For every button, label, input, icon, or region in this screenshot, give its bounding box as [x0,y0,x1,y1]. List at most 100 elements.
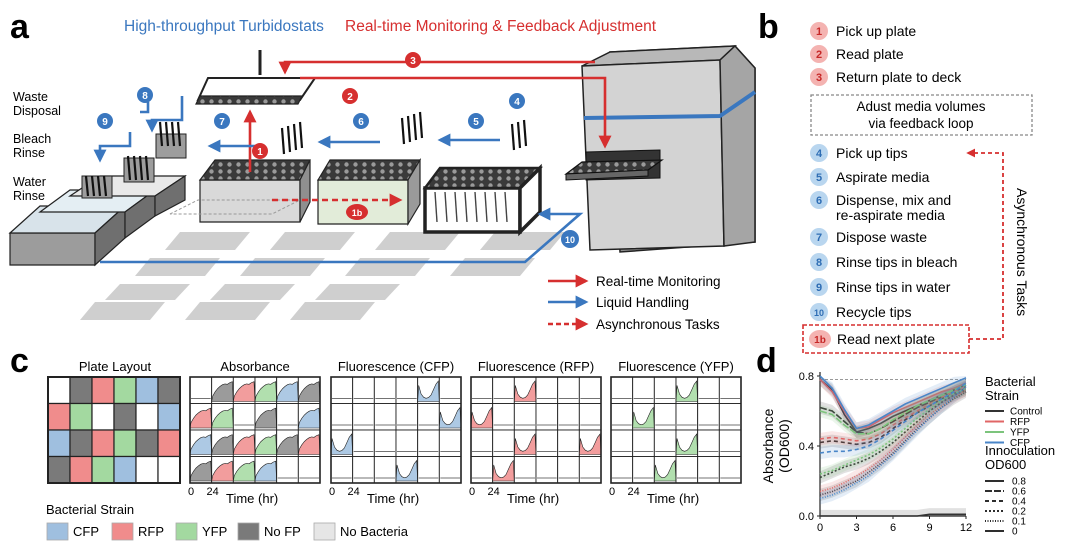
plot-well [470,456,494,484]
series-band [820,376,966,435]
badge-8: 8 [137,87,153,103]
step-number-7: 7 [816,232,822,244]
step-number-5: 5 [816,172,822,184]
step-number-1: 1 [816,26,822,38]
plot-well [189,376,213,404]
step-number-8: 8 [816,257,822,269]
plate-well [157,455,181,484]
panel-a-title-right: Real-time Monitoring & Feedback Adjustme… [345,18,657,35]
plot-well [395,403,419,431]
plot-well [276,403,299,431]
legend-label: YFP [202,524,227,539]
plot-well [330,376,354,404]
od-legend-label: 0.6 [1012,487,1026,498]
plot-title: Absorbance [220,359,289,374]
plate-well [47,429,71,458]
well-trace [395,459,418,482]
well-trace [254,434,277,455]
culture-plate [169,159,311,223]
plot-well [492,376,515,404]
plot-well [417,403,440,431]
well-trace [417,380,440,402]
plot-border [610,376,742,484]
plot-well [697,429,720,457]
plate-well [47,376,71,405]
step-number-1b: 1b [814,335,826,346]
feedback-box [810,94,1033,136]
plot-well [718,429,742,457]
svg-text:4: 4 [514,97,520,108]
step-label-3: Return plate to deck [836,69,962,85]
step-9: 9 Rinse tips in water [810,278,951,296]
plot-well [330,456,354,484]
legend-item-rfp: RFP [111,522,164,541]
plot-well [697,376,720,404]
step-label-1b: Read next plate [837,331,935,347]
plate-well [91,429,115,458]
plot-well [352,376,375,404]
plot-well [632,429,655,457]
series-line-control-0 [820,513,966,517]
panel-letter-b: b [758,8,779,46]
badge-2: 2 [342,88,358,104]
legend-swatch [111,522,134,541]
plot-well [653,403,677,431]
plate-well [113,429,137,458]
handling-arrows [93,96,584,264]
well-trace [297,407,321,429]
badge-7: 7 [214,113,230,129]
badge-3: 3 [405,52,421,68]
plate-well [113,376,137,405]
x-tick-0: 0 [609,486,615,498]
well-trace [654,459,677,482]
x-tick-24: 24 [207,486,219,498]
well-trace [232,460,256,482]
legend-item-yfp: YFP [175,522,227,541]
lifted-plate [195,50,317,105]
well-trace [189,434,212,455]
x-axis-label: Time (hr) [226,491,278,506]
step-label-8: Rinse tips in bleach [836,254,957,270]
plot-well [417,429,440,457]
well-trace [439,406,462,429]
strain-legend-label: YFP [1010,428,1030,439]
badge-4: 4 [509,93,525,109]
legend-label: No FP [264,524,301,539]
step-label-4: Pick up tips [836,145,908,161]
plate-well [69,376,93,405]
plate-well [135,455,159,484]
plate-well [69,402,93,431]
deck-floor [80,232,565,320]
plot-well [395,429,419,457]
od-legend-label: 0.1 [1012,517,1026,528]
step-number-9: 9 [816,282,822,294]
x-axis-label: Time (hr) [367,491,419,506]
strain-legend-label: Control [1010,407,1042,418]
plot-well [675,403,699,431]
plate-well [157,429,181,458]
badge-1: 1 [252,143,268,159]
x-tick-0: 0 [188,486,194,498]
legend-swatch [46,522,69,541]
plate-well [135,376,159,405]
x-tick-label: 3 [853,522,859,534]
svg-text:2: 2 [347,92,353,103]
plate-well [69,429,93,458]
plot-well [232,403,256,431]
badge-5: 5 [468,113,484,129]
plot-well [718,403,742,431]
plot-well [610,376,634,404]
step-label-9: Rinse tips in water [836,279,951,295]
step-badges: 1 2 3 4 5 6 7 8 9 10 1b [97,52,579,248]
step-label-10: Recycle tips [836,304,911,320]
step-badge-3 [810,68,828,86]
svg-text:1: 1 [257,147,263,158]
plot-well [675,456,699,484]
well-trace [211,460,234,482]
